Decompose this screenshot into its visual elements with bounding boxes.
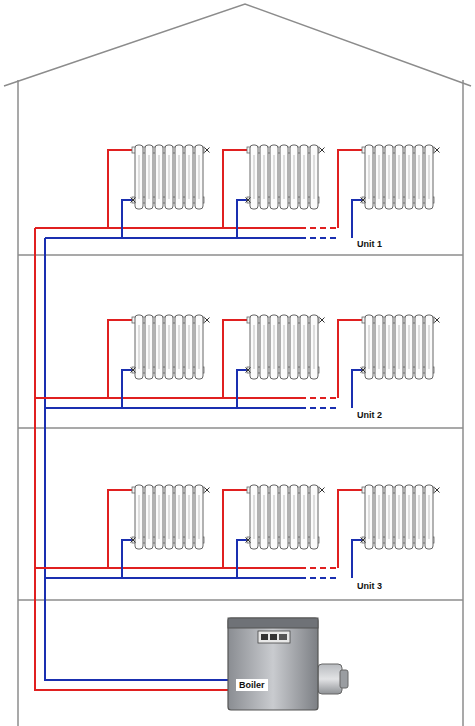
pipe: [237, 200, 249, 238]
pipe: [122, 370, 134, 408]
pipe: [35, 227, 300, 229]
pipes: [35, 150, 364, 690]
radiator: [246, 315, 325, 379]
boiler-body: [228, 618, 348, 710]
radiator: [361, 315, 440, 379]
radiator: [246, 145, 325, 209]
unit-label: Unit 3: [356, 581, 383, 591]
pipe: [237, 540, 249, 578]
radiator: [361, 485, 440, 549]
radiators: [131, 145, 440, 549]
radiator: [131, 485, 210, 549]
pipe: [300, 227, 338, 229]
unit-label: Unit 1: [356, 239, 383, 249]
house-outline: [4, 4, 471, 726]
pipe: [300, 237, 338, 239]
radiator: [246, 485, 325, 549]
pipe: [45, 238, 228, 680]
pipe: [300, 407, 338, 409]
pipe: [122, 540, 134, 578]
radiator: [361, 145, 440, 209]
radiator: [131, 315, 210, 379]
pipe: [35, 397, 300, 399]
pipe: [122, 200, 134, 238]
node-label: Boiler: [236, 679, 268, 691]
pipe: [352, 540, 364, 578]
pipe: [45, 577, 300, 579]
pipe: [352, 370, 364, 408]
unit-label: Unit 2: [356, 410, 383, 420]
pipe: [300, 567, 338, 569]
pipe: [35, 228, 228, 690]
pipe: [45, 237, 300, 239]
pipe: [352, 200, 364, 238]
pipe: [300, 397, 338, 399]
pipe: [35, 567, 300, 569]
boiler-box: Boiler: [228, 618, 318, 710]
radiator: [131, 145, 210, 209]
pipe: [237, 370, 249, 408]
pipe: [300, 577, 338, 579]
pipe: [45, 407, 300, 409]
